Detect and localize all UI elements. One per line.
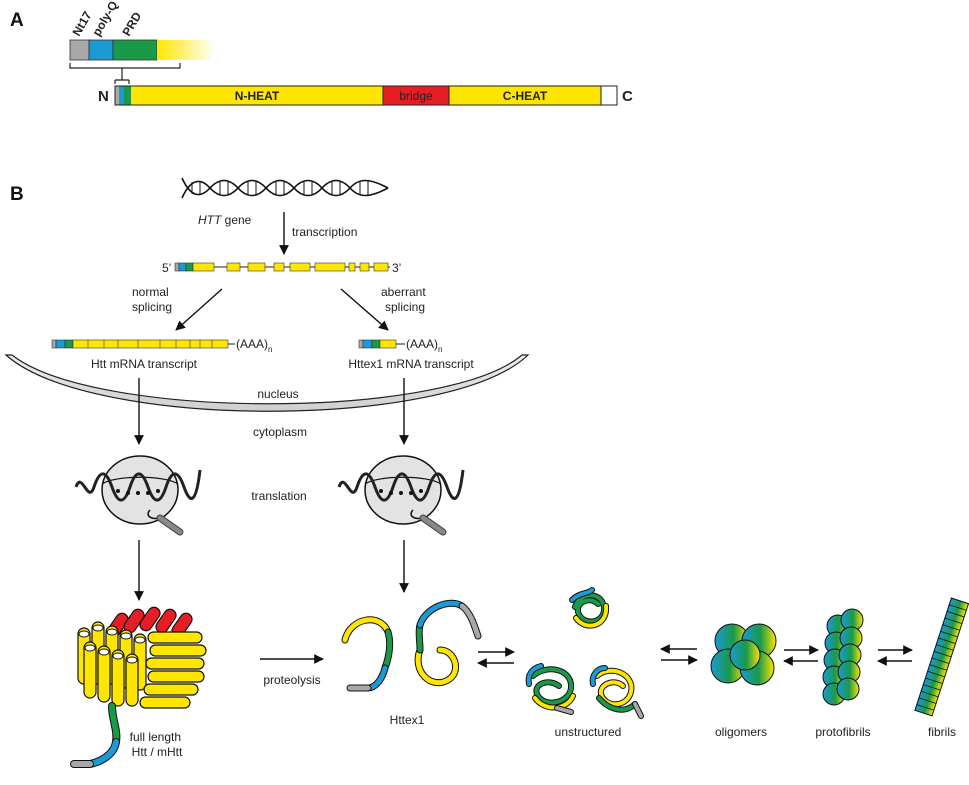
bar-nt17 [115,86,119,105]
bar-polyq [119,86,124,105]
oligomers [710,623,777,686]
bridge-label: bridge [399,89,433,103]
equilibrium-arrows-1 [477,647,515,668]
nt17-label: Nt17 [69,9,94,39]
proteolysis-label: proteolysis [263,673,320,687]
exon1-fade [157,40,215,60]
prd-segment [112,39,158,61]
zoom-bracket [69,63,181,69]
five-prime-label: 5’ [162,261,171,275]
c-heat-label: C-HEAT [503,89,548,103]
zoom-bracket-stem [114,68,130,84]
c-terminal-tail [601,86,617,105]
httex1-label: Httex1 [390,713,425,727]
transcription-label: transcription [292,225,357,239]
normal-splicing-arrow [175,288,223,331]
equilibrium-arrows-2 [660,644,698,665]
aberrant-splicing-label: aberrant splicing [381,285,429,314]
panel-a-label: A [10,10,24,31]
normal-splicing-label: normal splicing [132,285,172,314]
bridge-domain [383,86,449,105]
exon1-segment-bar [69,39,215,61]
htt-gene-label: HTT gene [198,213,252,227]
httex1-mrna-label: Httex1 mRNA transcript [348,357,474,371]
ribosome-right [337,455,465,536]
protofibrils [822,608,864,706]
unstructured-label: unstructured [555,725,622,739]
htt-mrna [51,339,235,349]
oligomers-label: oligomers [715,725,767,739]
panel-b-label: B [10,184,24,205]
nuclear-membrane [4,354,530,412]
nucleus-label: nucleus [257,387,298,401]
httex1-polya-label: (AAA)n [406,337,442,354]
full-length-htt-structure [70,606,207,768]
htt-domain-bar [114,85,618,106]
nt17-segment [69,39,90,61]
htt-polya-label: (AAA)n [236,337,272,354]
c-heat-domain [449,86,601,105]
n-terminus-label: N [98,88,109,105]
full-length-label: full length Htt / mHtt [130,730,185,759]
protofibrils-label: protofibrils [815,725,870,739]
httex1-mrna [358,339,405,349]
fibril [914,597,969,717]
translation-label: translation [251,489,306,503]
c-terminus-label: C [622,88,633,105]
unstructured-aggregates [525,587,644,719]
polyq-segment [88,39,114,61]
equilibrium-arrows-3 [783,645,819,666]
httex1-monomers [341,599,482,692]
cytoplasm-label: cytoplasm [253,425,307,439]
polyq-label: poly-Q [89,0,120,39]
n-heat-domain [131,86,383,105]
bar-prd [124,86,131,105]
three-prime-label: 3’ [392,261,401,275]
equilibrium-arrows-4 [877,645,913,666]
dna-helix-icon [181,177,389,199]
n-heat-label: N-HEAT [235,89,280,103]
ribosome-left [74,455,202,536]
prd-label: PRD [119,9,144,38]
aberrant-splicing-arrow [340,288,389,331]
fibrils-label: fibrils [928,725,956,739]
htt-mrna-label: Htt mRNA transcript [91,357,198,371]
pre-mrna [174,262,390,272]
